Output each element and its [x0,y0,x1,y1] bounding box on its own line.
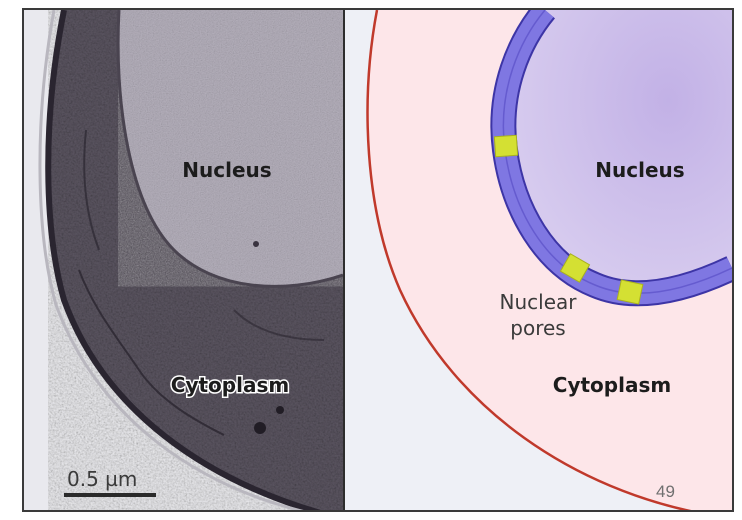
nuclear-pores-label-line2: pores [510,316,565,340]
illustration-nucleus-label: Nucleus [595,158,684,182]
illustration-panel: Nucleus Nuclear pores Cytoplasm [345,10,732,510]
nuclear-pore [494,135,517,156]
scale-bar-label: 0.5 µm [67,467,137,491]
electron-micrograph-panel: Nucleus Cytoplasm 0.5 µm [24,10,343,510]
cell-illustration: Nucleus Nuclear pores Cytoplasm [345,10,732,512]
nuclear-pores-label-line1: Nuclear [500,290,578,314]
page-number: 49 [656,482,675,502]
micrograph-image: Nucleus Cytoplasm 0.5 µm [24,10,343,512]
micrograph-cytoplasm-label: Cytoplasm [171,373,289,397]
illustration-cytoplasm-label: Cytoplasm [553,373,671,397]
micrograph-nucleus-label: Nucleus [182,158,271,182]
scale-bar [64,493,156,497]
nucleus-figure: Nucleus Cytoplasm 0.5 µm [22,8,734,512]
nuclear-pore [617,280,643,304]
